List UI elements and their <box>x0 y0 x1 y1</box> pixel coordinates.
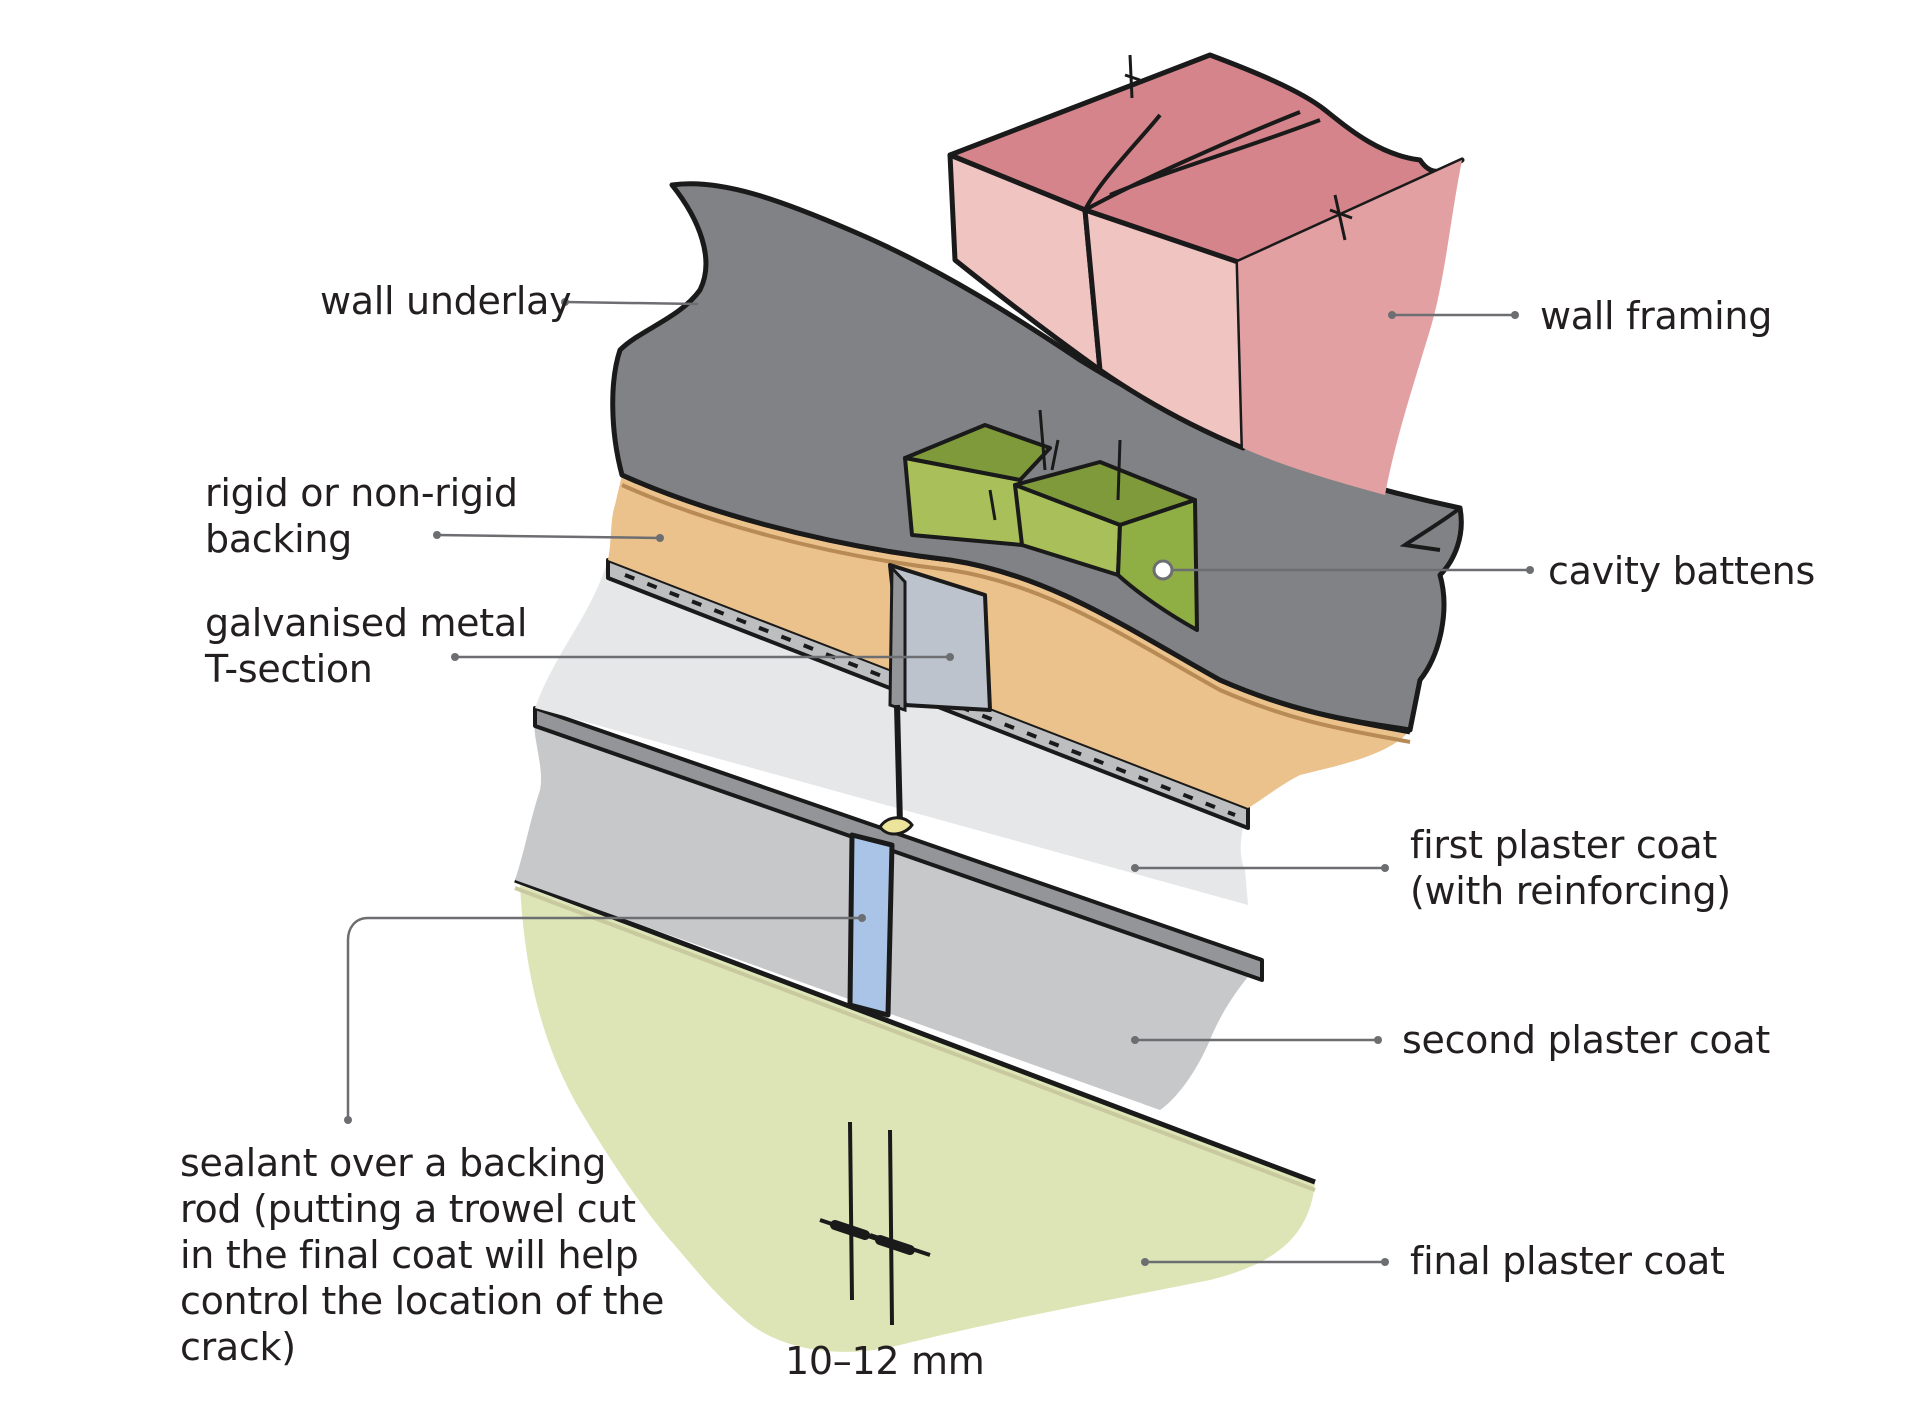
final-coat-top-band <box>514 886 1316 1192</box>
final-coat-top-edge <box>514 877 1316 1185</box>
label-second-coat: second plaster coat <box>1402 1018 1770 1062</box>
second-coat-top-band <box>533 706 1264 982</box>
backing-layer <box>608 475 1410 808</box>
underlay-fold <box>1399 506 1462 552</box>
sealant-strip <box>847 832 895 1018</box>
cavity-battens-dot <box>1152 559 1174 581</box>
framing-grain-1 <box>1083 110 1321 212</box>
final-plaster-coat <box>520 885 1315 1352</box>
framing-grain-2 <box>1124 54 1353 241</box>
t-section-joint-line <box>894 704 903 826</box>
label-final-coat: final plaster coat <box>1410 1239 1725 1283</box>
wall-framing-side <box>1238 160 1462 495</box>
label-first-coat: first plaster coat (with reinforcing) <box>1410 823 1731 913</box>
batten-grain <box>988 409 1122 521</box>
label-dimension: 10–12 mm <box>785 1339 985 1383</box>
dimension-lines <box>819 1121 931 1326</box>
label-cavity-battens: cavity battens <box>1548 549 1815 593</box>
backing-top-band <box>621 483 1411 744</box>
leader-dots <box>344 298 1534 1266</box>
label-t-section: galvanised metal T-section <box>205 601 528 691</box>
leader-lines <box>346 300 1530 1264</box>
label-wall-framing: wall framing <box>1540 294 1773 338</box>
wall-framing-front <box>1082 207 1246 451</box>
t-section-web <box>888 564 907 713</box>
backing-rod <box>878 816 914 836</box>
label-wall-underlay: wall underlay <box>320 279 572 323</box>
label-sealant: sealant over a backing rod (putting a tr… <box>180 1141 665 1369</box>
first-plaster-coat <box>535 560 1248 905</box>
dimension-ticks <box>830 1220 915 1255</box>
label-backing: rigid or non-rigid backing <box>205 471 518 561</box>
